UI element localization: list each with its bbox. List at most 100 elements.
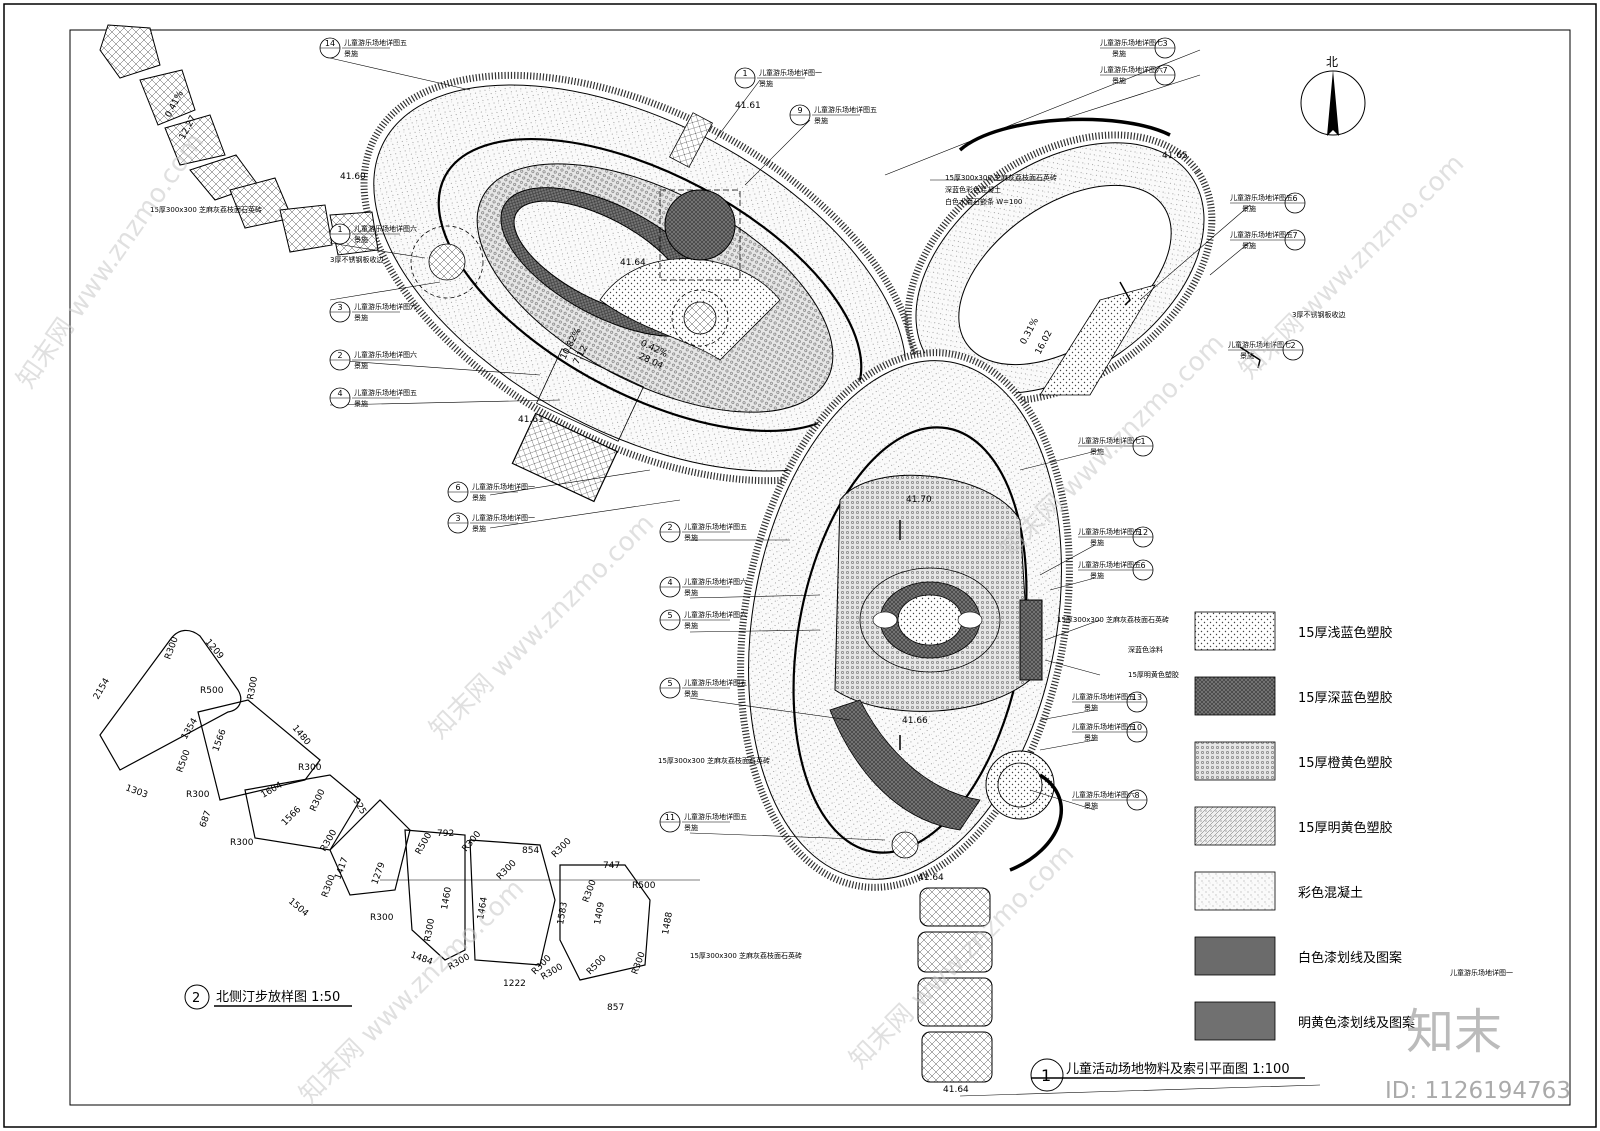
callout-number: 1 (742, 69, 747, 78)
elevation-label: 41.64 (943, 1085, 969, 1095)
watermark-text: 知末网 www.znzmo.com (11, 128, 210, 394)
callout-text: 儿童游乐场地详图六 (684, 610, 747, 619)
paving-note: 15厚300x300 芝麻灰荔枝面石英砖 (945, 173, 1057, 182)
elevation-label: 41.65 (1162, 151, 1188, 161)
callout-text: 儿童游乐场地详图六 (354, 350, 417, 359)
callout-text: 儿童游乐场地详图五 (814, 105, 877, 114)
white-line-note: 白色水磨石嵌条 W=100 (945, 197, 1022, 206)
callout-sub: 景施 (684, 588, 698, 597)
callout-text: 儿童游乐场地详图一 (472, 482, 535, 491)
callout-sub: 景施 (684, 533, 698, 542)
callout-text: 儿童游乐场地详图六 (354, 302, 417, 311)
step-dimension: 1209 (203, 638, 226, 662)
paving-note: 15厚300x300 芝麻灰荔枝面石英砖 (1057, 615, 1169, 624)
step-stone-outline (404, 829, 466, 961)
elevation-label: 41.70 (906, 495, 932, 505)
brand-logo: 知末 (1406, 1004, 1502, 1060)
elevation-label: 41.66 (902, 716, 928, 726)
legend-item: 明黄色漆划线及图案 (1194, 1001, 1415, 1041)
step-dimension: R500 (414, 831, 435, 857)
elevation-label: 41.64 (918, 873, 944, 883)
step-dimension: R300 (309, 788, 328, 814)
callout-sub: 景施 (472, 524, 486, 533)
step-dimension: R300 (550, 836, 574, 860)
callout-number: 10 (1132, 723, 1142, 732)
callout-number: 7 (1292, 231, 1297, 240)
callout-number: 11 (665, 813, 675, 822)
drawing-id: ID: 1126194763 (1385, 1078, 1571, 1104)
elevation-label: 41.64 (620, 258, 646, 268)
callout-sub: 景施 (354, 313, 368, 322)
callout-sub: 景施 (1112, 49, 1126, 58)
callout-number: 4 (337, 389, 342, 398)
callout-text: 儿童游乐场地详图六 (1072, 790, 1135, 799)
main-title-number: 1 (1041, 1066, 1051, 1085)
section-cuts (899, 281, 1261, 750)
legend-label: 白色漆划线及图案 (1298, 950, 1402, 966)
callout-text: 儿童游乐场地详图七 (1228, 340, 1291, 349)
legend-item: 15厚明黄色塑胶 (1194, 806, 1393, 846)
step-dimension: R300 (163, 635, 181, 661)
callout-number: 7 (1162, 66, 1167, 75)
step-dimension: 857 (607, 1003, 624, 1013)
callout-sub: 景施 (472, 493, 486, 502)
callout-sub: 景施 (1084, 703, 1098, 712)
callout-sub: 景施 (1084, 801, 1098, 810)
north-arrow: 北 (1300, 55, 1366, 136)
callout-text: 儿童游乐场地详图五 (354, 388, 417, 397)
legend-swatch (1194, 676, 1276, 716)
step-stone-outline (99, 629, 242, 771)
callout-text: 儿童游乐场地详图五 (1078, 560, 1141, 569)
callout-text: 儿童游乐场地详图五 (684, 678, 747, 687)
step-dimension: 687 (198, 809, 213, 829)
legend-label: 15厚浅蓝色塑胶 (1298, 625, 1393, 641)
elevation-label: 41.60 (340, 172, 366, 182)
callout-text: 儿童游乐场地详图五 (684, 522, 747, 531)
legend-item: 白色漆划线及图案 (1194, 936, 1402, 976)
step-dimension: 925 (350, 797, 367, 817)
elevation-label: 41.61 (518, 415, 544, 425)
step-stone-outline (559, 864, 651, 981)
detail-title: 北侧汀步放样图 1:50 (216, 990, 340, 1005)
step-stone-outline (244, 774, 361, 851)
step-dimension: 747 (603, 861, 620, 871)
callout-text: 儿童游乐场地详图五 (1072, 692, 1135, 701)
legend-swatch (1194, 871, 1276, 911)
stepping-stone-detail (99, 629, 651, 981)
callout-number: 6 (1140, 561, 1145, 570)
callout-number: 12 (1138, 528, 1148, 537)
callout-text: 儿童游乐场地详图六 (1100, 65, 1163, 74)
detail-title-number: 2 (192, 991, 200, 1006)
step-dimension: 1583 (556, 901, 570, 925)
step-dimension: R300 (461, 829, 484, 854)
legend-item: 15厚浅蓝色塑胶 (1194, 611, 1393, 651)
step-dimension: 1303 (124, 783, 149, 800)
legend-swatch (1194, 741, 1276, 781)
